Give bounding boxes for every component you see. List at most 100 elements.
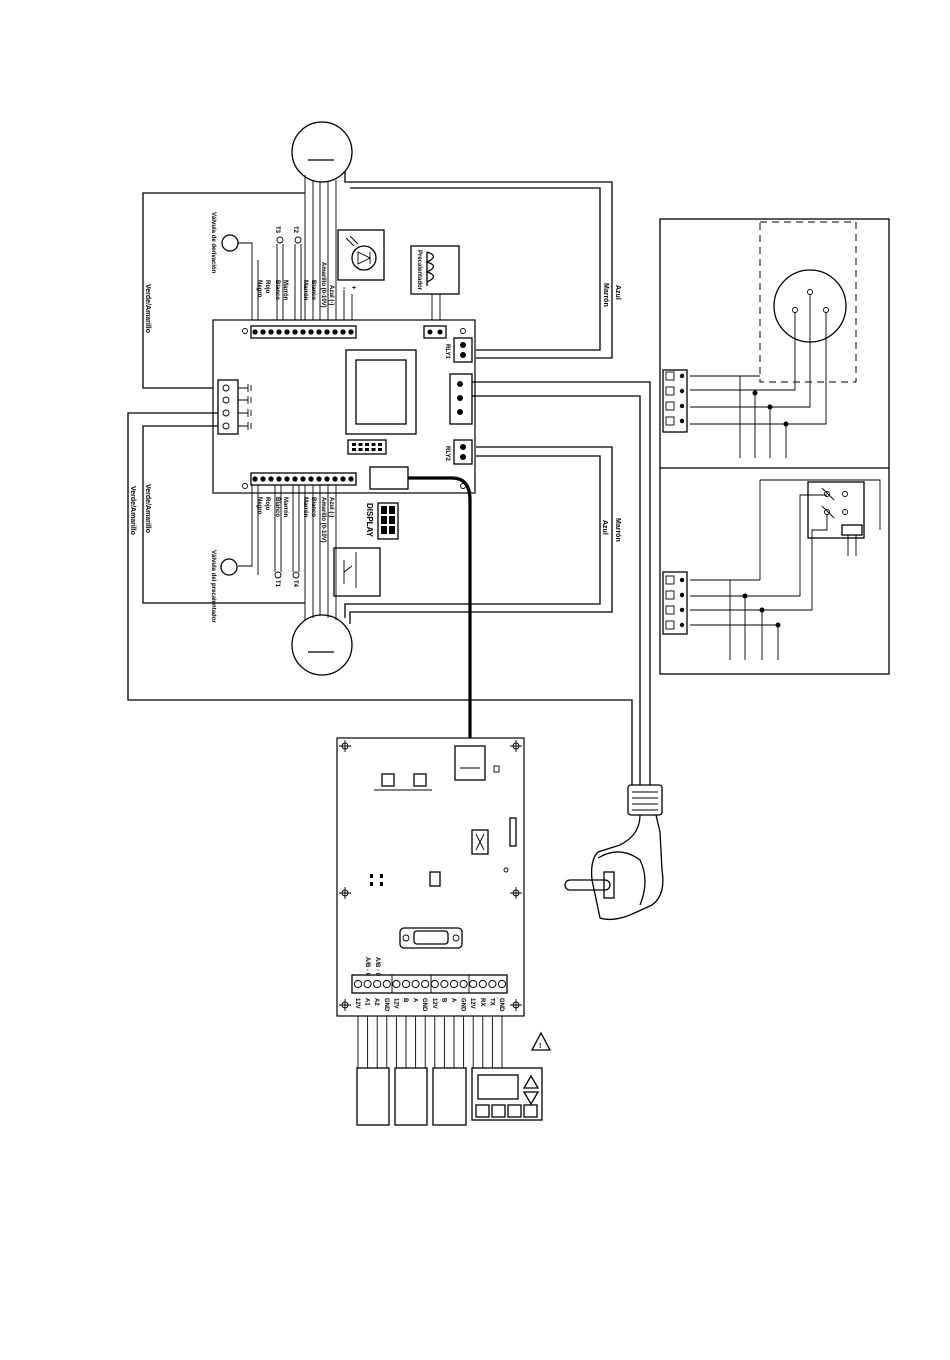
terminal-screw (252, 476, 258, 482)
terminal-screw (284, 476, 290, 482)
terminal-screw (300, 476, 306, 482)
svg-text:RLY1: RLY1 (444, 344, 450, 359)
svg-text:Marrón: Marrón (614, 518, 621, 542)
terminal-screw (300, 329, 306, 335)
label-valvula-derivacion: Válvula de derivación (210, 212, 216, 274)
svg-text:Verde/Amarillo: Verde/Amarillo (144, 484, 151, 533)
sensor-box-1 (356, 1067, 390, 1126)
sensor-t1 (274, 571, 282, 579)
display-connector (347, 439, 387, 455)
terminal-label: GND (498, 998, 504, 1012)
label-verde-amarillo-top: Verde/Amarillo (144, 284, 151, 333)
terminal-screw (308, 476, 314, 482)
label-t2: T2 (292, 226, 298, 234)
terminal-screw (348, 476, 354, 482)
sensor-t2 (294, 236, 302, 320)
svg-text:Blanco: Blanco (274, 280, 280, 300)
lower-terminal-strip (662, 571, 688, 635)
terminal-label: GND (383, 998, 389, 1012)
terminal-screw (268, 476, 274, 482)
lower-board-wires (357, 1016, 503, 1068)
svg-text:Amarillo (0-10V): Amarillo (0-10V) (320, 497, 326, 543)
svg-text:+: + (352, 285, 356, 292)
terminal-screw (284, 329, 290, 335)
terminal-screw (332, 329, 338, 335)
label-precalentador: Precalentador (416, 250, 422, 291)
svg-text:RLY2: RLY2 (444, 446, 450, 461)
svg-text:A/B - 0: A/B - 0 (374, 957, 380, 977)
svg-text:-: - (343, 285, 346, 292)
sensor-t3 (276, 236, 284, 320)
terminal-label: 12V (392, 998, 398, 1009)
terminal-screw (340, 476, 346, 482)
terminal-label: A1 (364, 998, 370, 1006)
bottom-wire-labels: Negro Rojo Blanco Marrón Marrón Blanco A… (256, 497, 334, 543)
terminal-label: TX (488, 998, 494, 1006)
rly1-connector (453, 337, 473, 363)
relay-box (333, 547, 381, 597)
dashed-motor-box (759, 221, 857, 383)
main-control-board (212, 319, 476, 494)
terminal-label: GND (421, 998, 427, 1012)
sensor-box-3 (432, 1067, 467, 1126)
terminal-screw (308, 329, 314, 335)
terminal-label: B (440, 998, 446, 1003)
terminal-label: RX (479, 998, 485, 1006)
ground-wire-plug (127, 412, 633, 785)
remote-display (471, 1067, 543, 1121)
top-wire-labels: Negro Rojo Blanco Marrón Marrón Blanco A… (256, 262, 334, 308)
precalentador (410, 245, 460, 324)
terminal-screw (292, 329, 298, 335)
bottom-terminal-block (250, 472, 357, 486)
ground-terminal (217, 379, 252, 435)
azul-wire (344, 172, 613, 359)
mains-plug (564, 784, 664, 921)
valvula-derivacion (221, 234, 259, 320)
sensor-t4 (292, 571, 300, 579)
label-display: DISPLAY (365, 503, 374, 538)
terminal-label: B (402, 998, 408, 1003)
switch-box (807, 481, 865, 539)
terminal-screw (260, 329, 266, 335)
mains-connector (449, 373, 473, 425)
terminal-screw (292, 476, 298, 482)
bottom-wires (238, 485, 337, 620)
svg-text:Marrón: Marrón (302, 497, 308, 518)
optocoupler-symbol: + - (337, 229, 385, 320)
terminal-label: A (450, 998, 456, 1003)
svg-text:T1: T1 (274, 580, 280, 588)
svg-text:Negro: Negro (256, 280, 262, 298)
rj-socket (454, 745, 486, 781)
svg-text:Blanco: Blanco (310, 280, 316, 300)
board-mounting-marks (339, 740, 522, 1011)
upper-terminal-strip (662, 369, 688, 433)
svg-text:Rojo: Rojo (264, 497, 270, 511)
svg-text:Negro: Negro (256, 497, 262, 515)
right-schematic-frame (659, 218, 890, 675)
terminal-label: A (412, 998, 418, 1003)
svg-text:Blanco: Blanco (274, 497, 280, 517)
db9-connector (399, 927, 463, 949)
terminal-screw (276, 329, 282, 335)
top-terminal-block (250, 325, 357, 339)
svg-text:Azul: Azul (601, 520, 608, 535)
terminal-label: A2 (373, 998, 379, 1006)
svg-text:Rojo: Rojo (264, 280, 270, 294)
terminal-label: GND (460, 998, 466, 1012)
svg-text:A/B - 0: A/B - 0 (364, 957, 370, 977)
terminal-screw (316, 476, 322, 482)
svg-text:Marrón: Marrón (282, 497, 288, 518)
mains-cable (472, 381, 651, 785)
warning-icon: ! (530, 1031, 552, 1051)
terminal-screw (324, 476, 330, 482)
svg-text:Marrón: Marrón (302, 280, 308, 301)
terminal-label: 12V (469, 998, 475, 1009)
label-valvula-precalentador: Válvula del precalentador (210, 550, 216, 623)
transformer (345, 349, 417, 435)
sensor-box-2 (394, 1067, 428, 1126)
terminal-screw (324, 329, 330, 335)
ic-chip (471, 829, 489, 855)
svg-text:Amarillo (0-10V): Amarillo (0-10V) (320, 262, 326, 308)
